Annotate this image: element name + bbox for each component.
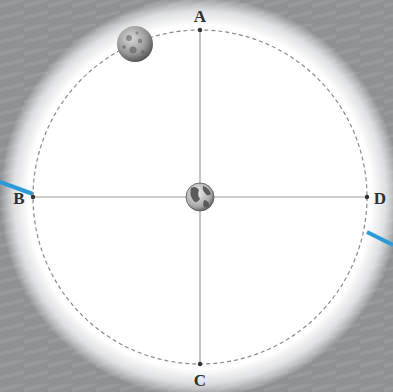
point-label: D bbox=[374, 190, 386, 207]
orbit-point bbox=[365, 195, 369, 199]
orbit-point bbox=[31, 195, 35, 199]
light-ray bbox=[367, 232, 393, 245]
orbit-path bbox=[33, 30, 367, 364]
earth-globe bbox=[186, 183, 214, 211]
orbit-point bbox=[198, 28, 202, 32]
moon bbox=[117, 26, 153, 62]
point-label: B bbox=[13, 190, 24, 207]
point-label: A bbox=[194, 8, 206, 25]
point-label: C bbox=[194, 372, 206, 389]
orbit-point bbox=[198, 362, 202, 366]
